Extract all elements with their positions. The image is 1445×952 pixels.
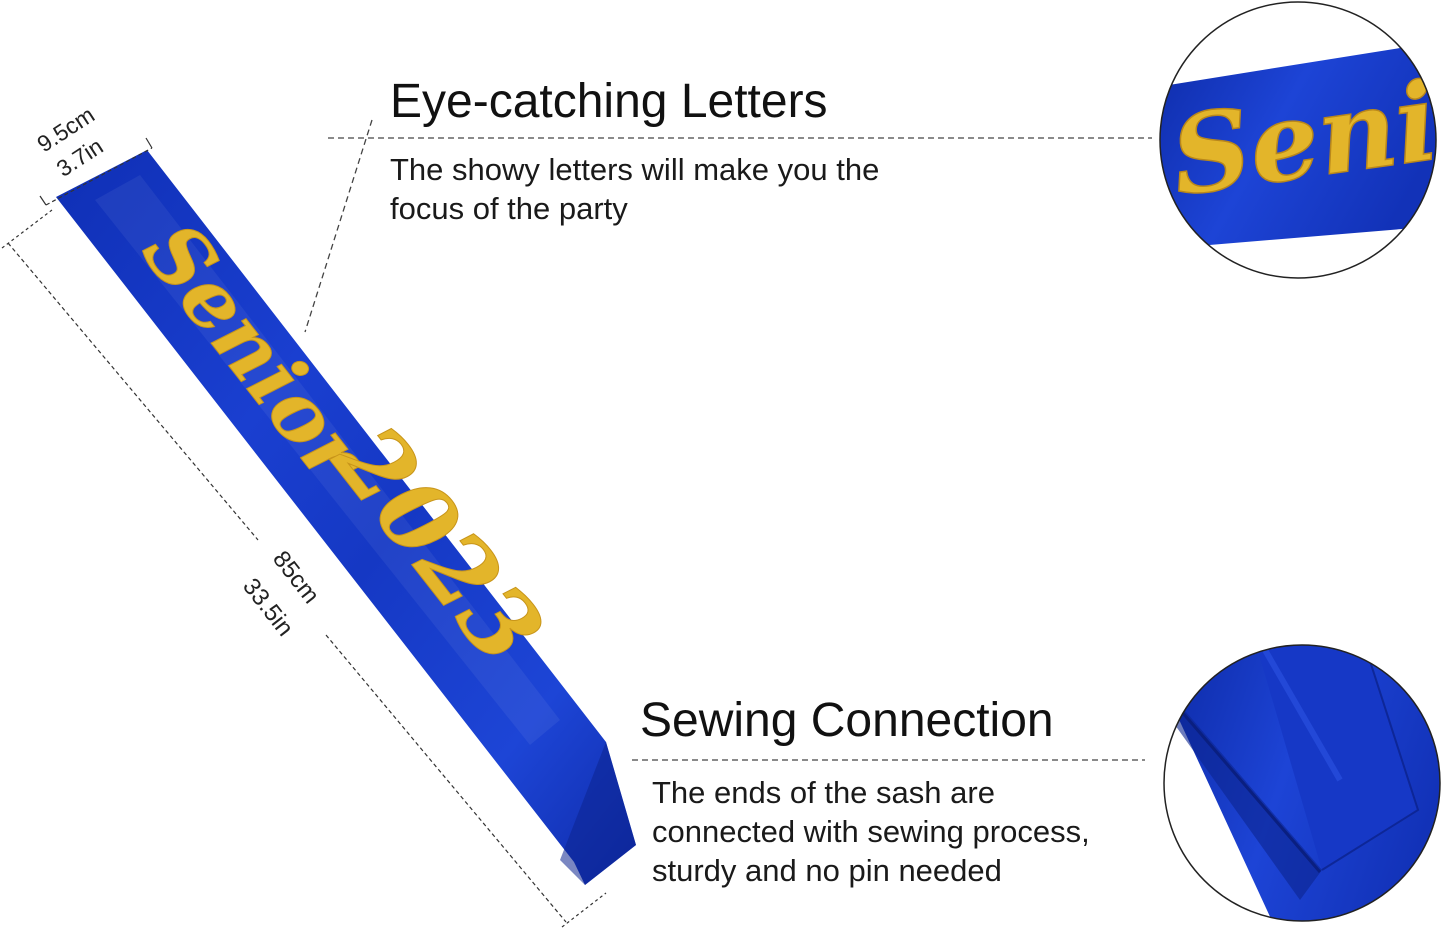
sash-fold-shadow bbox=[560, 742, 636, 885]
sash bbox=[56, 150, 636, 885]
length-dimension bbox=[1, 209, 607, 928]
feature-letters-line: The showy letters will make you the bbox=[390, 152, 880, 187]
feature-letters-title: Eye-catching Letters bbox=[390, 75, 828, 128]
sash-sheen bbox=[95, 175, 560, 745]
leader-lines bbox=[304, 119, 1152, 761]
zoom-circle-letters: Seni bbox=[1159, 1, 1437, 279]
feature-letters-line: focus of the party bbox=[390, 191, 628, 226]
feature-letters-description: The showy letters will make you the focu… bbox=[390, 150, 879, 228]
zoom-circle-sewing bbox=[1163, 644, 1441, 922]
feature-sewing-title: Sewing Connection bbox=[640, 694, 1054, 747]
sash-body bbox=[56, 150, 636, 885]
feature-sewing-line: connected with sewing process, bbox=[652, 814, 1090, 849]
feature-sewing-line: The ends of the sash are bbox=[652, 775, 995, 810]
width-dimension bbox=[39, 137, 153, 206]
feature-sewing-line: sturdy and no pin needed bbox=[652, 853, 1002, 888]
feature-sewing-description: The ends of the sash are connected with … bbox=[652, 773, 1090, 890]
